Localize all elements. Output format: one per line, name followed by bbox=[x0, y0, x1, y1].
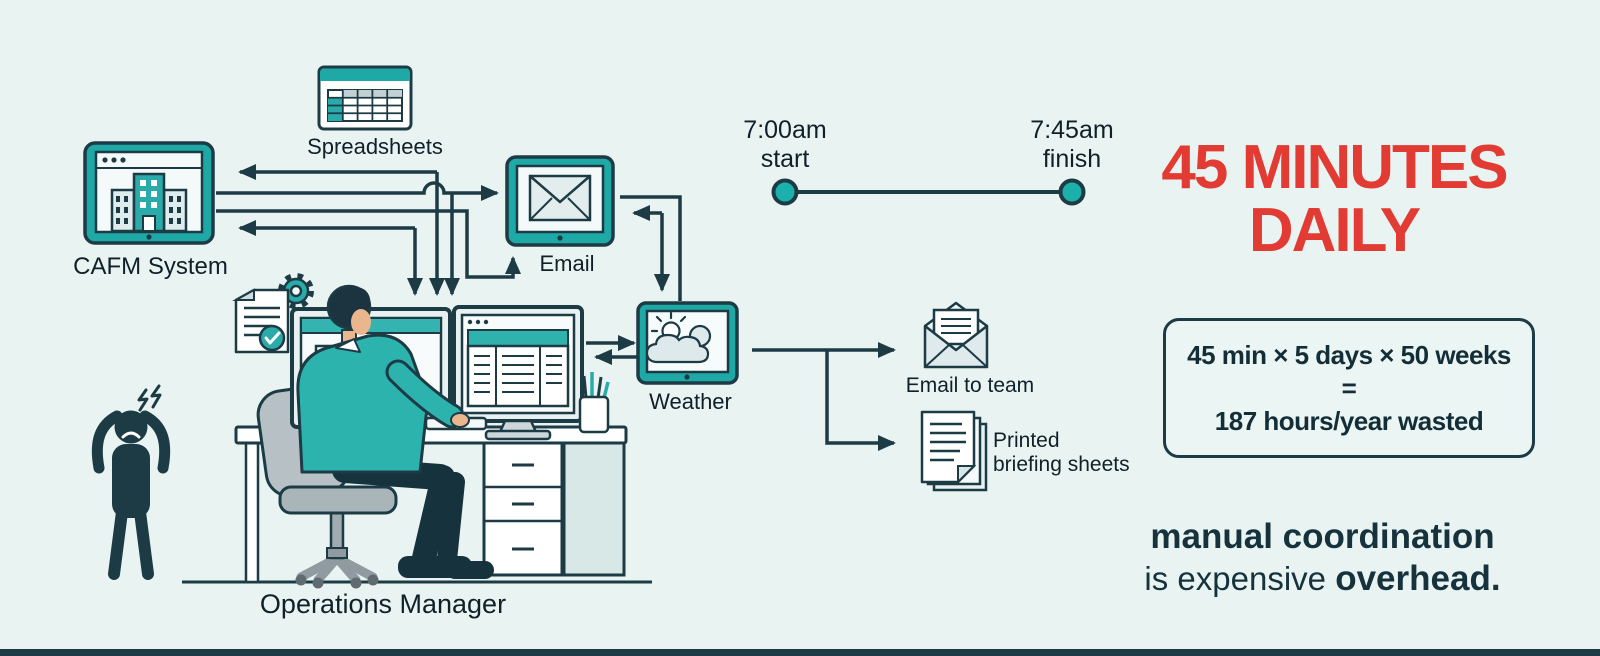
printed-sheets-icon bbox=[920, 410, 988, 492]
cafm-label: CAFM System bbox=[73, 253, 228, 280]
timeline-start-dot bbox=[771, 178, 799, 206]
start-caption: start bbox=[760, 145, 810, 173]
tagline: manual coordination is expensive overhea… bbox=[1095, 516, 1550, 600]
timeline-start-label: 7:00am start bbox=[725, 116, 845, 174]
printed-sheets-label: Printed briefing sheets bbox=[993, 429, 1130, 476]
desk-drawers bbox=[482, 441, 564, 577]
cafm-tablet-icon bbox=[83, 141, 215, 245]
email-label: Email bbox=[539, 251, 595, 276]
finish-caption: finish bbox=[1042, 145, 1102, 173]
envelope-icon bbox=[528, 174, 592, 222]
open-envelope-icon bbox=[923, 301, 989, 369]
bottom-bar bbox=[0, 649, 1600, 656]
stress-bolts-icon bbox=[137, 384, 162, 412]
timeline-finish-dot bbox=[1058, 178, 1086, 206]
tagline-bold-lead: manual coordination bbox=[1150, 517, 1495, 556]
operations-manager-label: Operations Manager bbox=[259, 589, 507, 619]
weather-tablet-icon bbox=[636, 301, 739, 385]
spreadsheet-icon bbox=[317, 65, 413, 131]
frustrated-person-icon bbox=[91, 384, 171, 580]
headline-line1: 45 MINUTES bbox=[1161, 133, 1508, 202]
spreadsheets-label: Spreadsheets bbox=[307, 134, 443, 159]
finish-time: 7:45am bbox=[1030, 116, 1114, 144]
weather-label: Weather bbox=[649, 389, 732, 414]
operations-manager-illustration bbox=[182, 273, 652, 589]
tagline-regular: is expensive bbox=[1144, 560, 1327, 597]
person-body bbox=[296, 284, 470, 474]
timeline-graphic bbox=[771, 178, 1086, 206]
email-to-team-label: Email to team bbox=[905, 374, 1035, 397]
calc-result: 187 hours/year wasted bbox=[1214, 405, 1484, 436]
sun-cloud-icon bbox=[645, 311, 712, 364]
headline: 45 MINUTES DAILY bbox=[1128, 136, 1540, 262]
calc-formula: 45 min × 5 days × 50 weeks bbox=[1187, 339, 1511, 370]
timeline-finish-label: 7:45am finish bbox=[1012, 116, 1132, 174]
building-icon bbox=[110, 172, 188, 233]
start-time: 7:00am bbox=[743, 116, 827, 144]
calc-equals: = bbox=[1341, 372, 1357, 403]
calculation-box: 45 min × 5 days × 50 weeks = 187 hours/y… bbox=[1163, 318, 1535, 458]
document-check-icon bbox=[232, 273, 314, 354]
headline-line2: DAILY bbox=[1248, 196, 1421, 265]
right-monitor bbox=[452, 305, 584, 441]
tagline-bold-end: overhead. bbox=[1335, 559, 1501, 598]
pencil-cup-icon bbox=[578, 372, 610, 434]
email-tablet-icon bbox=[505, 155, 615, 247]
gear-icon bbox=[278, 273, 314, 309]
